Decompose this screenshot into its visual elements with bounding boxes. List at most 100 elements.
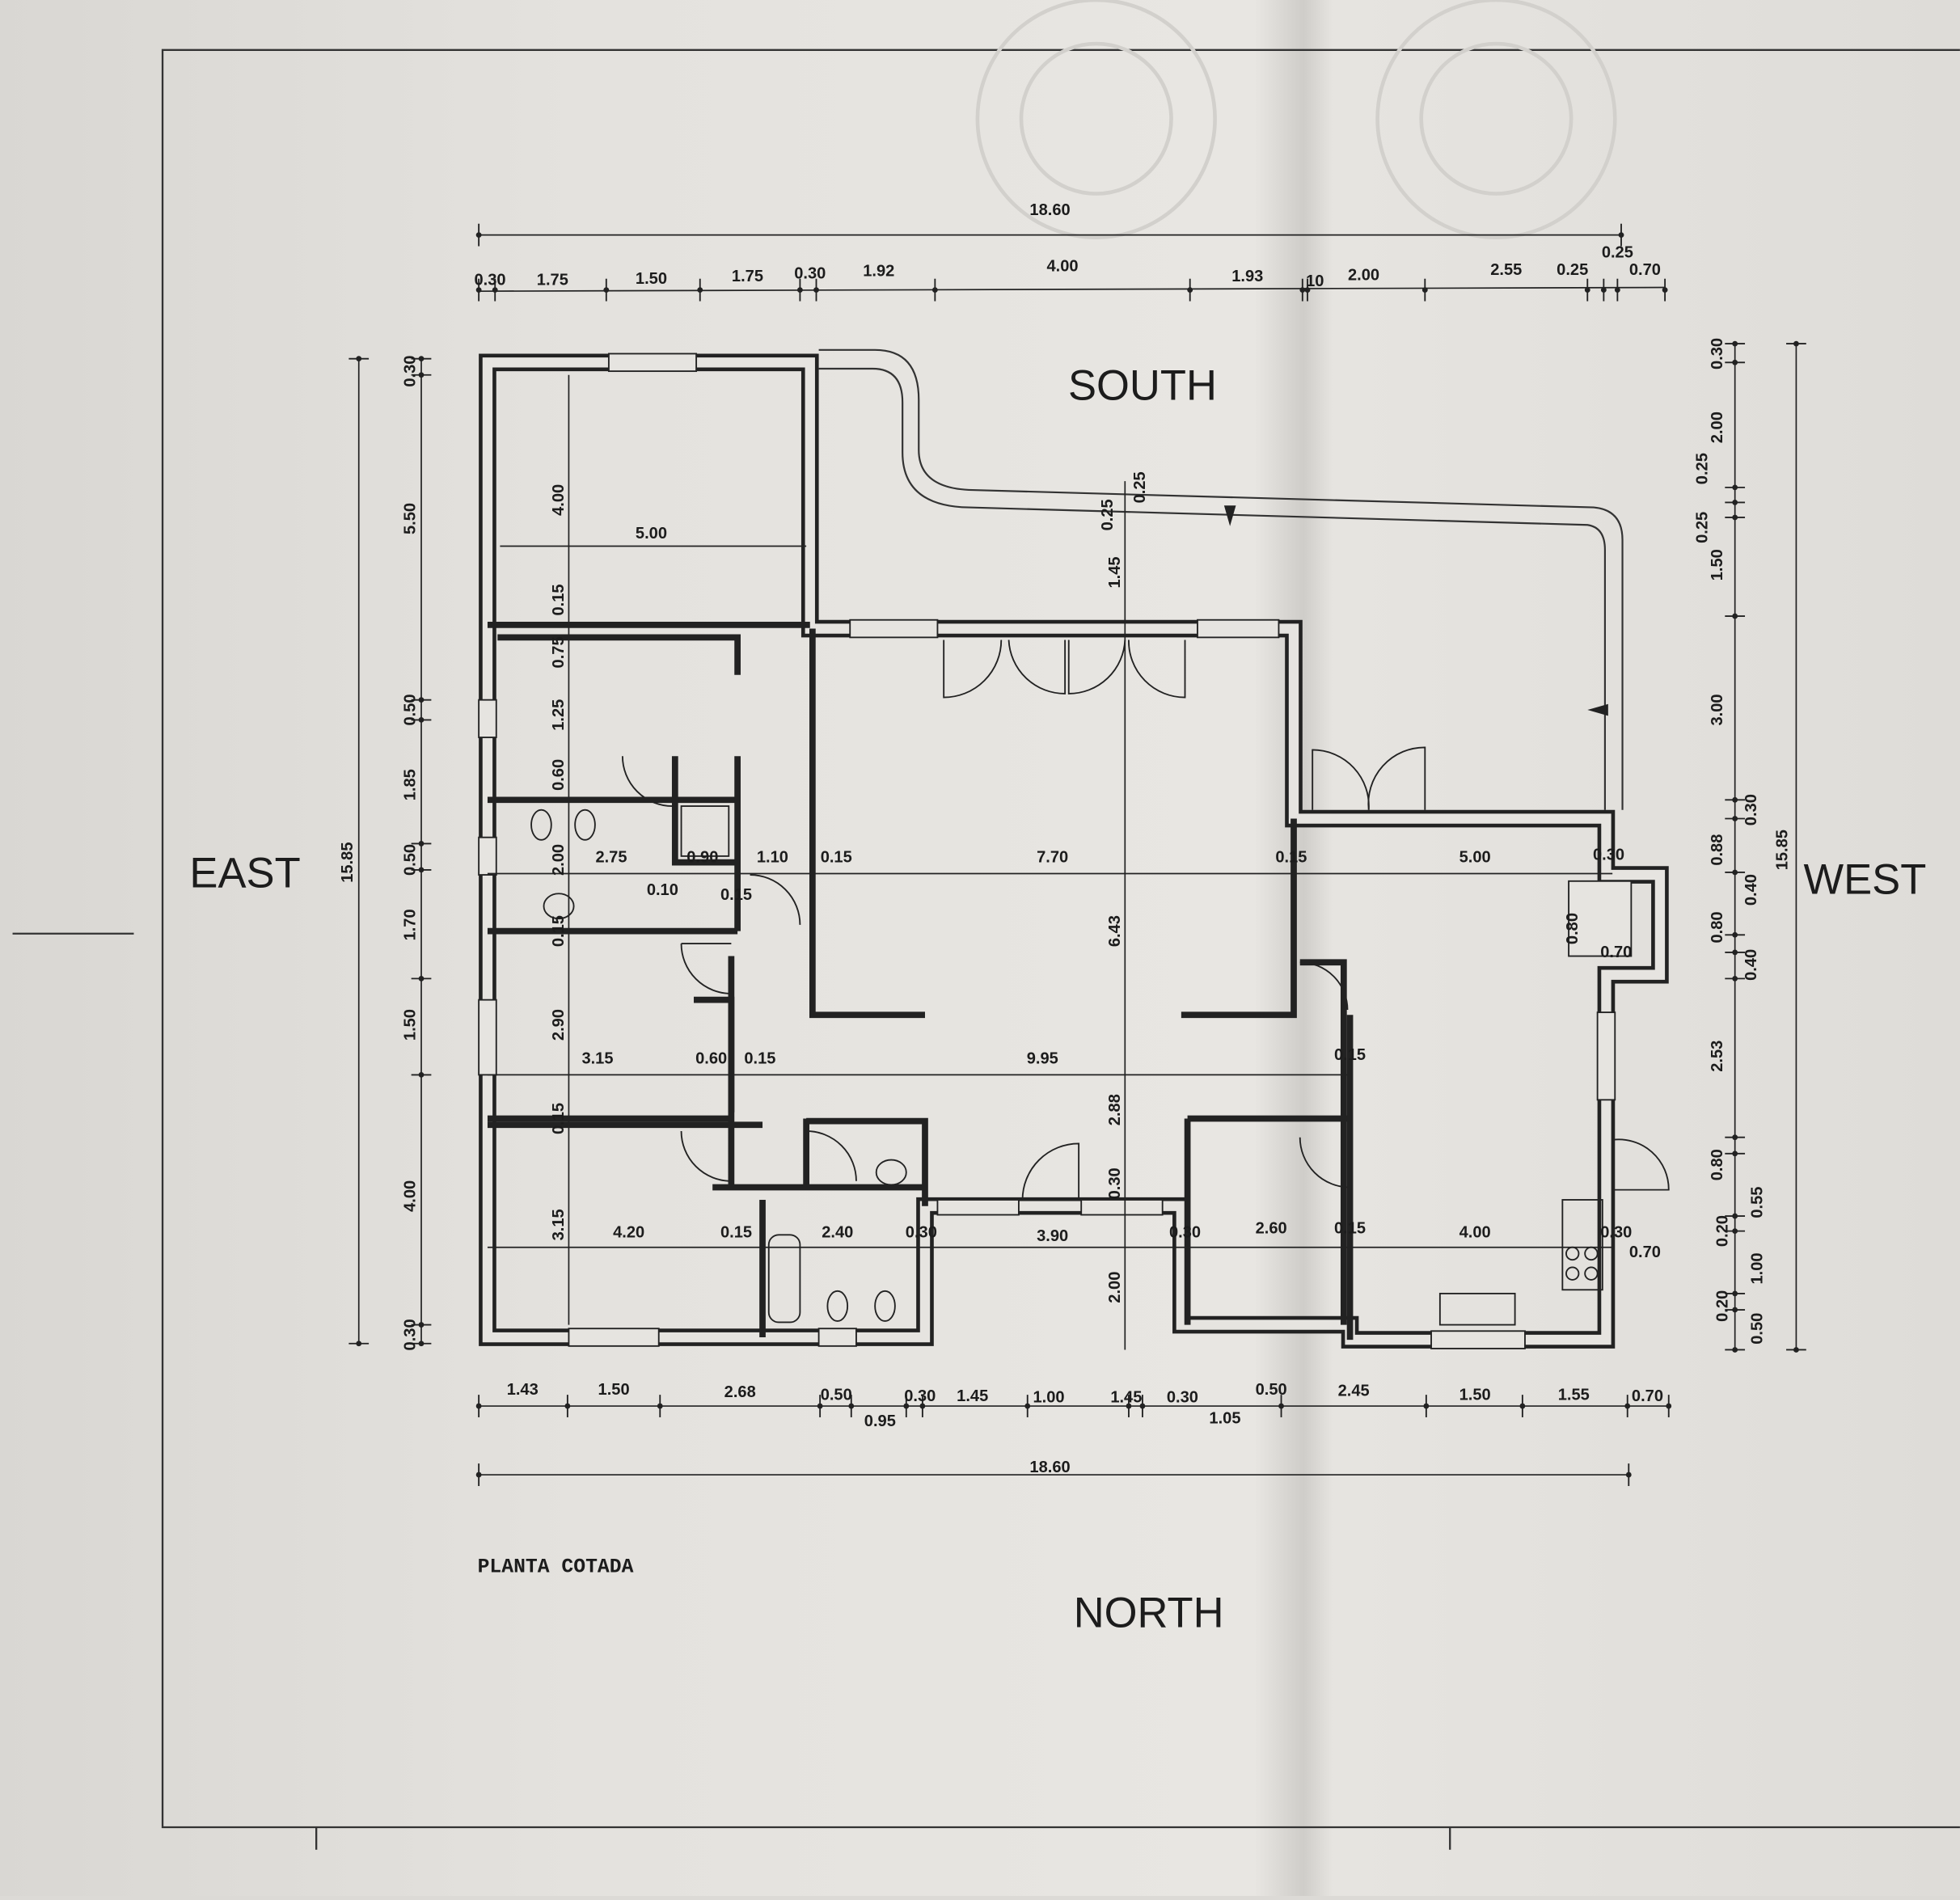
dimension-label-interior: 4.00 [550,484,568,516]
dimension-node [418,975,425,982]
dimension-node [1732,949,1738,956]
dimension-label-right: 0.30 [1742,794,1760,825]
dimension-node [418,372,425,378]
dimension-label-interior: 2.00 [550,844,568,876]
doors [621,640,1670,1200]
dimension-label-interior: 4.00 [1459,1223,1491,1241]
dimension-node [356,1341,362,1347]
dimension-label-left: 1.70 [401,909,419,940]
dimension-label-interior: 0.80 [1564,913,1582,944]
overall-width-bottom: 18.60 [1029,1459,1070,1476]
dimension-label-top: 0.25 [1602,243,1633,261]
dimension-label-right: 2.00 [1709,412,1726,443]
dimension-node [1732,1213,1738,1219]
dimension-label-interior: 0.15 [720,886,752,904]
dimension-label-right: 1.50 [1709,549,1726,581]
dimension-label-interior: 0.30 [1169,1223,1201,1241]
dimension-node [1732,359,1738,365]
dimension-node [797,287,803,293]
dimension-label-right: 0.40 [1742,874,1760,906]
dimension-node [1732,1347,1738,1353]
dimension-node [1793,1347,1799,1353]
dimension-label-interior: 0.30 [1600,1223,1632,1241]
dimension-label-top: 0.70 [1629,261,1661,279]
dimension-label-bottom: 1.55 [1558,1386,1590,1404]
dimension-label-interior: 3.15 [581,1049,613,1067]
dimension-node [418,716,425,723]
dimension-node [1732,816,1738,821]
dimension-node [1126,1403,1132,1409]
dimension-label-right: 0.20 [1713,1290,1731,1322]
dimension-label-interior: 0.15 [1334,1220,1366,1238]
dimension-label-right: 0.20 [1713,1215,1731,1247]
dimension-label-bottom: 0.50 [1256,1381,1287,1399]
dimension-label-left: 4.00 [401,1180,419,1212]
sanitary-fixtures [530,805,1603,1326]
dimension-label-bottom: 1.45 [957,1387,988,1405]
dimension-label-interior: 0.15 [550,584,568,615]
dimension-node [1299,287,1306,293]
dimension-node [903,1403,910,1409]
dimension-node [492,287,498,293]
dimension-node [1423,1403,1430,1409]
dimension-node [848,1403,855,1409]
dimension-label-top: 1.50 [636,270,667,288]
dimension-label-right: 0.50 [1749,1313,1767,1345]
dimension-node [1666,1403,1672,1409]
dimension-lines [357,234,1797,1476]
dimension-label-interior: 0.30 [1593,847,1624,864]
dimension-node [817,1403,823,1409]
dimension-node [1732,1134,1738,1141]
dimension-label-bottom: 1.45 [1110,1388,1142,1406]
dimension-label-interior: 0.60 [695,1049,727,1067]
dimension-label-interior: 0.30 [1106,1167,1124,1199]
dimension-node [1600,287,1607,293]
dimension-node [1732,796,1738,803]
dimension-node [1732,1151,1738,1157]
dimension-label-interior: 6.43 [1106,915,1124,947]
dimension-label-top: 0.30 [794,265,826,283]
dimension-label-bottom: 0.95 [864,1412,896,1430]
dimension-node [1519,1403,1526,1409]
dimension-node [1732,1290,1738,1297]
dimension-label-interior: 3.90 [1037,1227,1068,1245]
dimension-label-interior: 0.70 [1600,944,1632,961]
dimension-label-interior: 2.40 [822,1223,853,1241]
dimension-node [1139,1403,1146,1409]
dimension-label-right: 2.53 [1709,1041,1726,1072]
dimension-label-right: 0.25 [1694,512,1712,543]
dimension-label-top: 1.93 [1231,268,1263,285]
dimension-label-bottom: 0.30 [904,1387,936,1405]
dimension-label-interior: 1.25 [550,699,568,731]
overall-depth-right: 15.85 [1774,830,1792,870]
dimension-label-left: 1.50 [401,1009,419,1041]
dimension-node [813,287,819,293]
dimension-label-top: 1.75 [537,271,568,289]
dimension-label-bottom: 2.68 [724,1383,756,1401]
dimension-node [1618,232,1624,239]
dimension-label-left: 5.50 [401,503,419,534]
dimension-label-interior: 0.15 [550,915,568,947]
dimension-label-left: 1.85 [401,769,419,800]
dimension-label-right: 0.30 [1709,338,1726,369]
compass-south: SOUTH [1068,362,1217,410]
dimension-label-interior: 1.10 [757,849,788,867]
dimension-label-top: 2.00 [1348,266,1379,284]
dimension-label-right: 1.00 [1749,1252,1767,1284]
dimension-label-interior: 0.30 [906,1223,937,1241]
dimension-node [564,1403,571,1409]
dimension-node [418,841,425,847]
dimension-node [1187,287,1193,293]
dimension-node [1732,613,1738,619]
dimension-label-interior: 5.00 [1459,849,1491,867]
dimension-label-interior: 0.25 [1099,499,1117,530]
dimension-label-interior: 0.15 [550,1103,568,1134]
dimension-label-interior: 3.15 [550,1209,568,1240]
dimension-node [356,356,362,362]
walls [479,353,1669,1349]
dimension-label-right: 0.40 [1742,949,1760,981]
dimension-node [418,697,425,703]
dimension-node [919,1403,926,1409]
compass-north: NORTH [1074,1590,1224,1637]
